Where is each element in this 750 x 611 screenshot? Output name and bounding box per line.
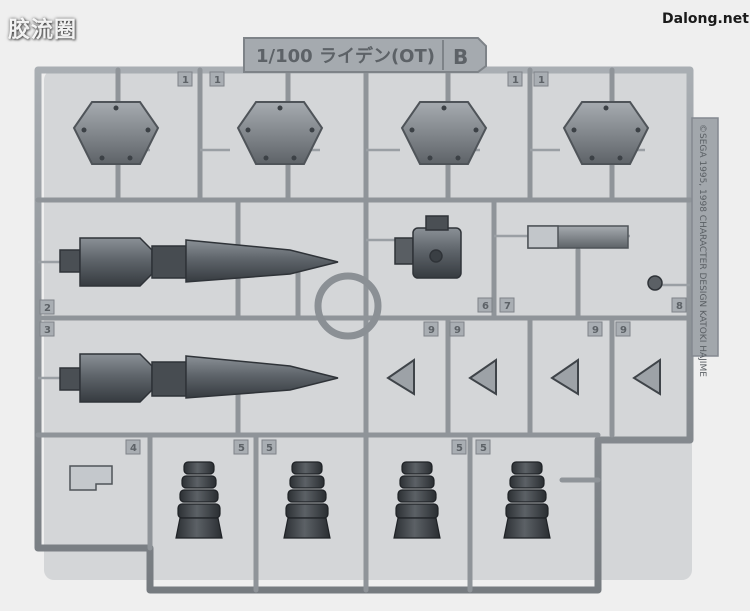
- part-number: 5: [456, 443, 463, 454]
- runner-frame: [34, 66, 694, 594]
- part-number: 9: [428, 325, 435, 336]
- part-number: 9: [620, 325, 627, 336]
- head-part: [394, 215, 462, 279]
- part-number: 8: [676, 301, 683, 312]
- copyright-strip: ©SEGA 1995, 1998 CHARACTER DESIGN KATOKI…: [691, 117, 719, 377]
- part-number: 9: [592, 325, 599, 336]
- shield-part: [72, 101, 160, 165]
- part-number-tabs: 1 1 1 1 2 3 4 5 5 5 5 6 7 8 9 9 9 9: [39, 71, 687, 455]
- tag-title: 1/100 ライデン(OT): [256, 45, 435, 67]
- watermark-left: 胶流圈: [8, 18, 78, 43]
- shield-parts: [72, 101, 650, 165]
- part-number: 4: [130, 443, 137, 454]
- stack-parts: [175, 461, 551, 539]
- shield-part: [236, 101, 324, 165]
- triangle-parts: [386, 358, 661, 396]
- part-number: 7: [504, 301, 511, 312]
- part-number: 3: [44, 325, 51, 336]
- stack-part: [283, 461, 331, 539]
- shield-part: [400, 101, 488, 165]
- shield-part: [562, 101, 650, 165]
- runner-tag: 1/100 ライデン(OT) B: [243, 37, 487, 73]
- part-number: 5: [480, 443, 487, 454]
- part-number: 9: [454, 325, 461, 336]
- part-number: 1: [538, 75, 545, 86]
- stack-part: [393, 461, 441, 539]
- stack-part: [175, 461, 223, 539]
- knob-part: [647, 275, 663, 291]
- copyright-text: ©SEGA 1995, 1998 CHARACTER DESIGN KATOKI…: [697, 124, 707, 377]
- stack-part: [503, 461, 551, 539]
- bar-part: [527, 225, 629, 249]
- part-number: 5: [238, 443, 245, 454]
- part-number: 2: [44, 303, 51, 314]
- lance-parts: [59, 237, 339, 403]
- part-number: 6: [482, 301, 489, 312]
- tag-letter: B: [453, 45, 468, 69]
- small-block-part: [69, 465, 113, 491]
- part-number: 1: [512, 75, 519, 86]
- part-number: 5: [266, 443, 273, 454]
- watermark-right: Dalong.net: [662, 11, 749, 27]
- part-number: 1: [182, 75, 189, 86]
- part-number: 1: [214, 75, 221, 86]
